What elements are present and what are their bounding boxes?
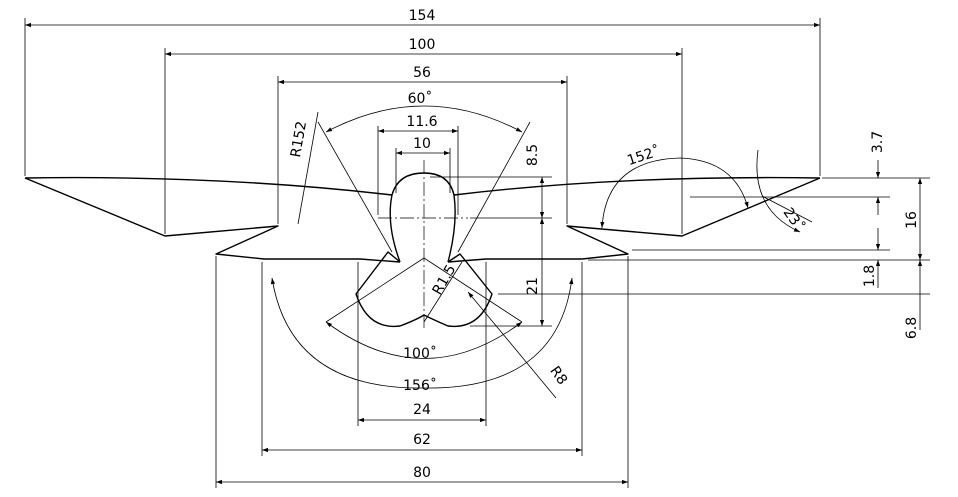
dimension-lines [25,22,923,485]
label-62: 62 [413,432,431,448]
label-r1-5: R1.5 [430,262,460,298]
ext-100deg-left [325,257,425,323]
label-24: 24 [413,402,431,418]
ext-100deg-right [423,257,523,323]
right-wing-edge [447,177,821,263]
dimension-labels: 154 100 56 60˚ 11.6 10 R152 8.5 152˚ 23˚… [288,8,920,481]
dimarc-23deg [756,149,801,233]
left-wing-edge [24,177,401,263]
extension-lines [24,18,930,488]
label-1-8: 1.8 [862,265,878,287]
label-152deg: 152˚ [625,142,662,169]
leader-r8 [467,291,557,399]
label-23deg: 23˚ [780,204,808,234]
label-154: 154 [409,8,436,24]
dimarc-100deg [325,321,523,359]
label-r8: R8 [546,363,570,387]
upper-slot-left-side [389,194,401,263]
ext-60deg-right [457,121,531,253]
label-100deg: 100˚ [403,345,437,362]
leader-r1-5 [423,261,463,323]
label-100: 100 [409,37,436,53]
dimarc-60deg [325,105,523,133]
label-6-8: 6.8 [904,317,920,339]
label-r152: R152 [288,120,310,159]
dimarc-156deg [270,277,574,389]
label-3-7: 3.7 [870,131,886,153]
label-56: 56 [413,65,431,81]
label-60deg: 60˚ [408,90,433,107]
part-outline [24,172,821,328]
label-80: 80 [413,465,431,481]
label-16: 16 [904,211,920,229]
label-156deg: 156˚ [403,377,437,394]
upper-slot [391,172,456,263]
leader-r152 [297,111,319,225]
label-21: 21 [525,277,541,295]
ext-60deg-left [317,121,393,253]
label-10: 10 [413,136,431,152]
top-edge-left [24,176,393,196]
dimarc-152deg [600,157,749,229]
label-8-5: 8.5 [525,144,541,166]
center-lines [378,160,468,330]
top-edge-right [453,176,821,196]
ext-23deg [761,195,813,223]
label-11-6: 11.6 [406,114,437,130]
